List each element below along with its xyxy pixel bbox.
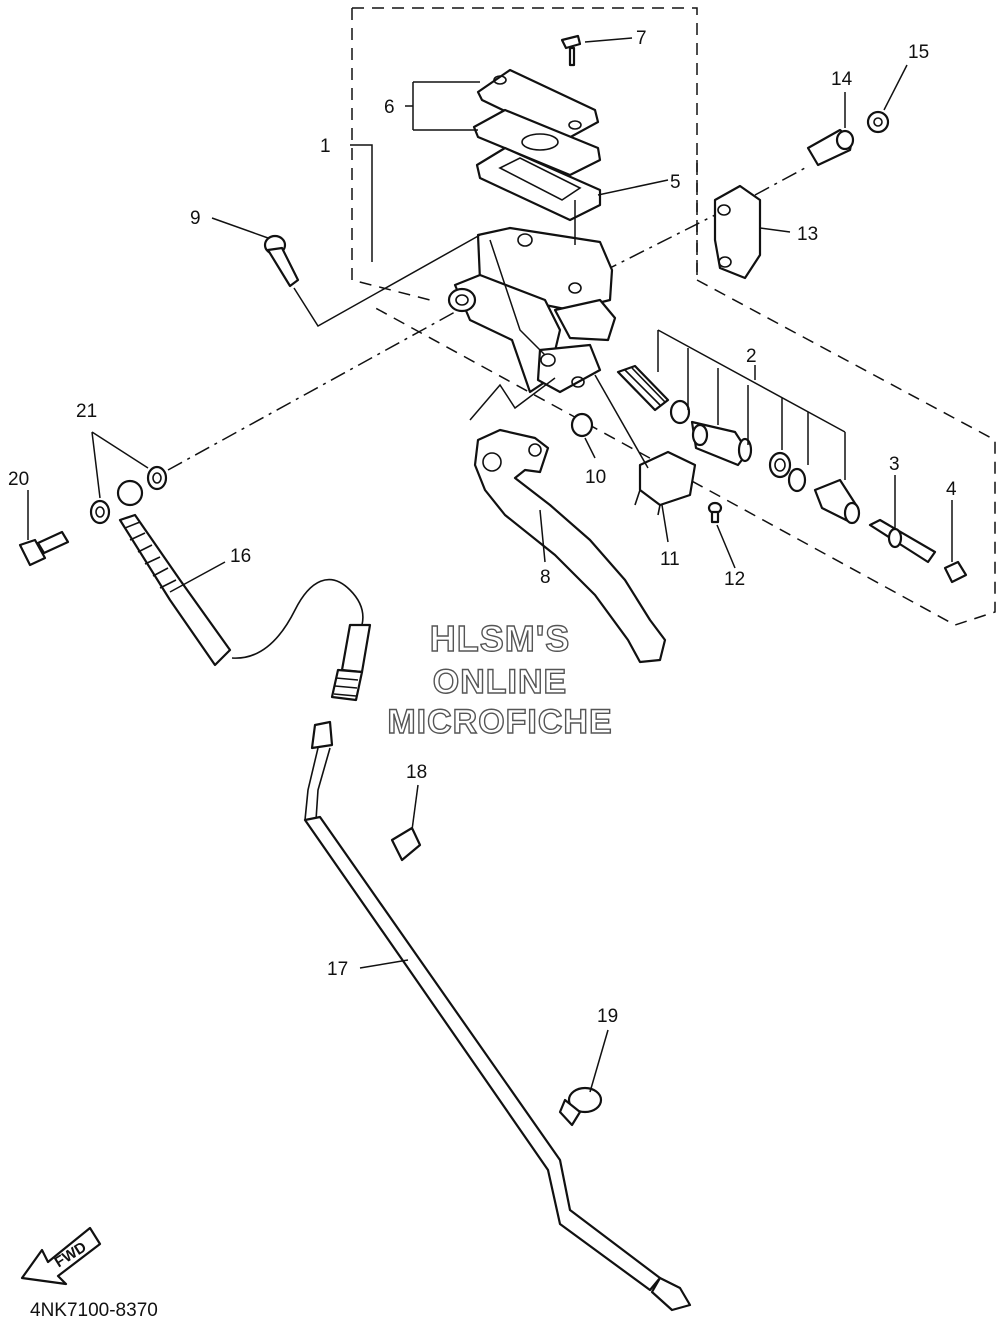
hose-clamp-upper bbox=[390, 826, 422, 862]
hose-clamp-lower bbox=[558, 1086, 603, 1127]
callout-19: 19 bbox=[597, 1006, 618, 1027]
union-bolt bbox=[18, 530, 70, 567]
callout-5: 5 bbox=[670, 172, 681, 193]
callout-7: 7 bbox=[636, 28, 647, 49]
copper-washer-lower bbox=[89, 499, 111, 525]
watermark-line-3: MICROFICHE bbox=[387, 702, 613, 741]
clutch-switch bbox=[634, 450, 697, 516]
callout-3: 3 bbox=[889, 454, 900, 475]
clutch-hose-lower bbox=[303, 720, 692, 1312]
axis-line-main bbox=[167, 311, 456, 471]
master-cylinder-body bbox=[447, 226, 617, 394]
axis-line-13 bbox=[601, 214, 716, 273]
clutch-lever bbox=[473, 428, 667, 664]
holder-bracket bbox=[713, 184, 762, 280]
reservoir-gasket bbox=[475, 146, 602, 222]
diaphragm-plate bbox=[472, 108, 602, 177]
push-rod bbox=[868, 518, 937, 564]
watermark-line-1: HLSM'S bbox=[429, 617, 571, 659]
switch-screw bbox=[707, 501, 723, 524]
copper-washer-upper bbox=[146, 465, 168, 491]
reservoir-cap bbox=[476, 68, 600, 142]
callout-8: 8 bbox=[540, 567, 551, 588]
watermark-line-2: ONLINE bbox=[432, 662, 568, 701]
axis-line-14 bbox=[754, 167, 806, 196]
bleed-screw bbox=[263, 234, 300, 288]
callout-13: 13 bbox=[797, 224, 818, 245]
callout-10: 10 bbox=[585, 467, 606, 488]
fwd-arrow-icon: FWD bbox=[20, 1226, 102, 1286]
callout-17: 17 bbox=[327, 959, 348, 980]
clutch-hose-upper bbox=[116, 479, 232, 667]
hose-continuation-line bbox=[231, 578, 364, 659]
figure-code: 4NK7100-8370 bbox=[30, 1300, 158, 1321]
callout-12: 12 bbox=[724, 569, 745, 590]
callout-9: 9 bbox=[190, 208, 201, 229]
callout-1: 1 bbox=[320, 136, 331, 157]
pivot-collar bbox=[570, 412, 594, 438]
piston-kit bbox=[616, 364, 861, 525]
callout-2: 2 bbox=[746, 346, 757, 367]
holder-bolt bbox=[806, 128, 855, 167]
cap-screw bbox=[560, 34, 582, 67]
callout-15: 15 bbox=[908, 42, 929, 63]
bracket-nut bbox=[866, 110, 890, 134]
callout-16: 16 bbox=[230, 546, 251, 567]
callout-20: 20 bbox=[8, 469, 29, 490]
callout-4: 4 bbox=[946, 479, 957, 500]
group-box-piston-kit bbox=[369, 160, 996, 626]
callout-14: 14 bbox=[831, 69, 853, 90]
boot-cap bbox=[943, 560, 968, 584]
callout-18: 18 bbox=[406, 762, 427, 783]
callout-11: 11 bbox=[660, 549, 680, 570]
callout-6: 6 bbox=[384, 97, 395, 118]
hose-joint bbox=[330, 623, 372, 702]
callout-21: 21 bbox=[76, 401, 97, 422]
